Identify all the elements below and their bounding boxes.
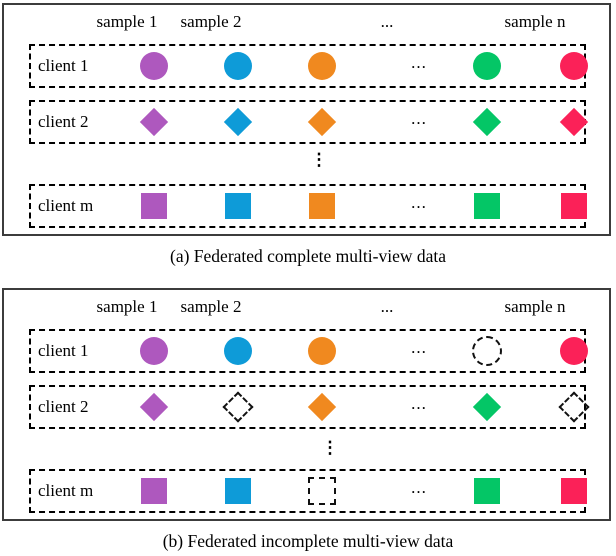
sample-cell — [474, 478, 500, 504]
sample-cell — [560, 52, 588, 80]
sample-cell — [141, 478, 167, 504]
sample-cell — [561, 478, 587, 504]
row-ellipsis: ... — [411, 394, 427, 414]
sample-cell — [473, 52, 501, 80]
client-row: client 2 ... — [29, 100, 589, 144]
sample-cell — [139, 392, 169, 422]
sample-cell — [139, 107, 169, 137]
sample-cell — [472, 392, 502, 422]
sample-cell-missing — [558, 391, 590, 423]
sample-cell-missing — [308, 477, 336, 505]
column-header-sample-2: sample 2 — [180, 12, 242, 31]
column-header-ellipsis: ... — [380, 12, 394, 31]
sample-cell-missing — [222, 391, 254, 423]
sample-cell — [309, 193, 335, 219]
panel-complete: sample 1 sample 2 ... sample n client 1 … — [2, 3, 611, 236]
sample-cell — [308, 337, 336, 365]
sample-cell — [308, 52, 336, 80]
sample-cell — [561, 193, 587, 219]
panel-caption: (b) Federated incomplete multi-view data — [162, 531, 454, 551]
sample-cell — [225, 478, 251, 504]
column-header-sample-1: sample 1 — [96, 12, 158, 31]
panel-incomplete: sample 1 sample 2 ... sample n client 1 … — [2, 288, 611, 521]
sample-cell — [140, 337, 168, 365]
sample-cell — [224, 52, 252, 80]
column-header-sample-2: sample 2 — [180, 297, 242, 316]
sample-cell — [560, 337, 588, 365]
sample-cell — [223, 107, 253, 137]
sample-cell — [225, 193, 251, 219]
vertical-ellipsis: ⋮ — [321, 438, 339, 457]
column-header-ellipsis: ... — [380, 297, 394, 316]
client-row-label: client 2 — [38, 112, 89, 131]
client-row: client 1 ... — [29, 329, 588, 373]
sample-cell — [141, 193, 167, 219]
client-row-label: client m — [38, 481, 94, 500]
client-row-label: client 1 — [38, 56, 89, 75]
client-row: client m ... — [29, 184, 587, 228]
column-header-sample-1: sample 1 — [96, 297, 158, 316]
sample-cell — [307, 107, 337, 137]
row-ellipsis: ... — [411, 338, 427, 358]
client-row: client 1 ... — [29, 44, 588, 88]
vertical-ellipsis: ⋮ — [310, 150, 328, 169]
client-row-label: client m — [38, 196, 94, 215]
sample-cell — [224, 337, 252, 365]
row-ellipsis: ... — [411, 109, 427, 129]
client-row-label: client 1 — [38, 341, 89, 360]
column-header-sample-n: sample n — [504, 297, 566, 316]
sample-cell — [474, 193, 500, 219]
sample-cell — [140, 52, 168, 80]
sample-cell — [307, 392, 337, 422]
row-ellipsis: ... — [411, 193, 427, 213]
client-row: client m ... — [29, 469, 587, 513]
sample-cell — [559, 107, 589, 137]
row-ellipsis: ... — [411, 478, 427, 498]
panel-caption: (a) Federated complete multi-view data — [170, 246, 446, 266]
row-ellipsis: ... — [411, 53, 427, 73]
sample-cell — [472, 107, 502, 137]
column-header-sample-n: sample n — [504, 12, 566, 31]
client-row: client 2 ... — [29, 385, 590, 429]
sample-cell-missing — [472, 336, 502, 366]
client-row-label: client 2 — [38, 397, 89, 416]
